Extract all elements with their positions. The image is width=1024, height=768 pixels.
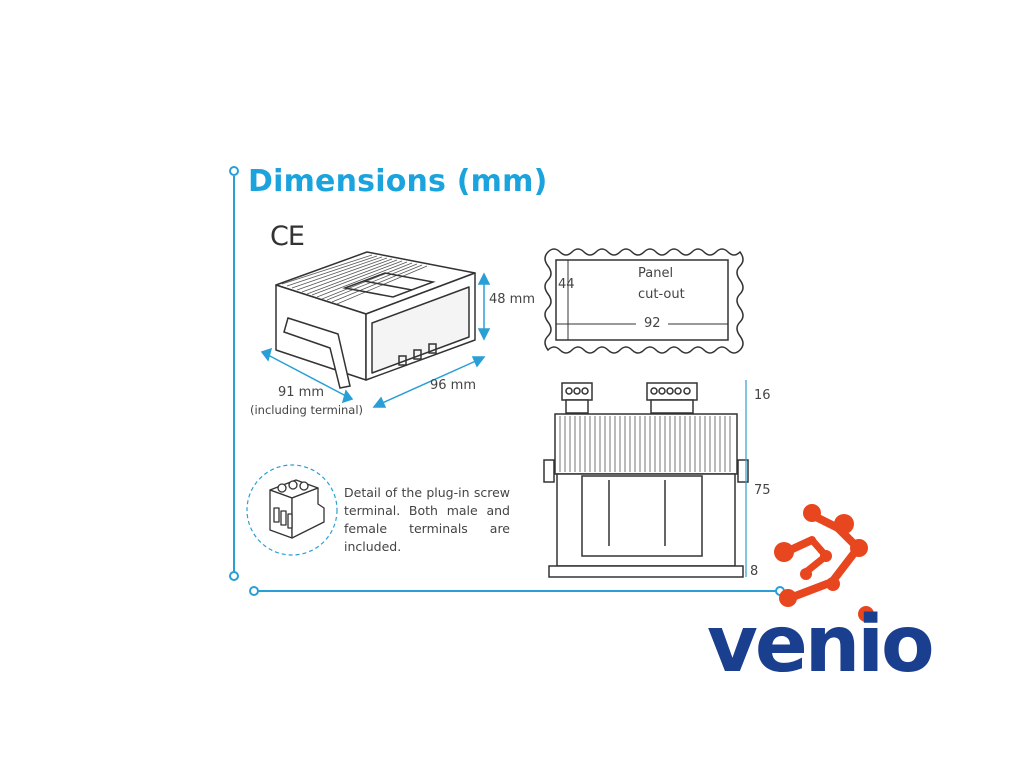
venio-logo-text: venio [707,600,935,690]
panel-cutout-height: 44 [558,277,575,292]
panel-cutout-label-line1: Panel [638,266,674,281]
side-view-dim-top: 16 [754,388,771,403]
height-dimension-label: 48 mm [489,292,536,307]
side-view-dim-middle: 75 [754,483,771,498]
ce-mark: CE [270,221,305,252]
panel-cutout-label-line2: cut-out [638,287,685,302]
page-title: Dimensions (mm) [248,164,548,199]
panel-cutout-width: 92 [644,316,661,331]
depth-dimension-note: (including terminal) [250,403,364,417]
terminal-detail-text: Detail of the plug-in screw terminal. Bo… [344,485,510,554]
side-view-dim-bottom: 8 [750,564,759,579]
depth-dimension-label: 91 mm [278,385,325,400]
width-dimension-label: 96 mm [430,378,477,393]
